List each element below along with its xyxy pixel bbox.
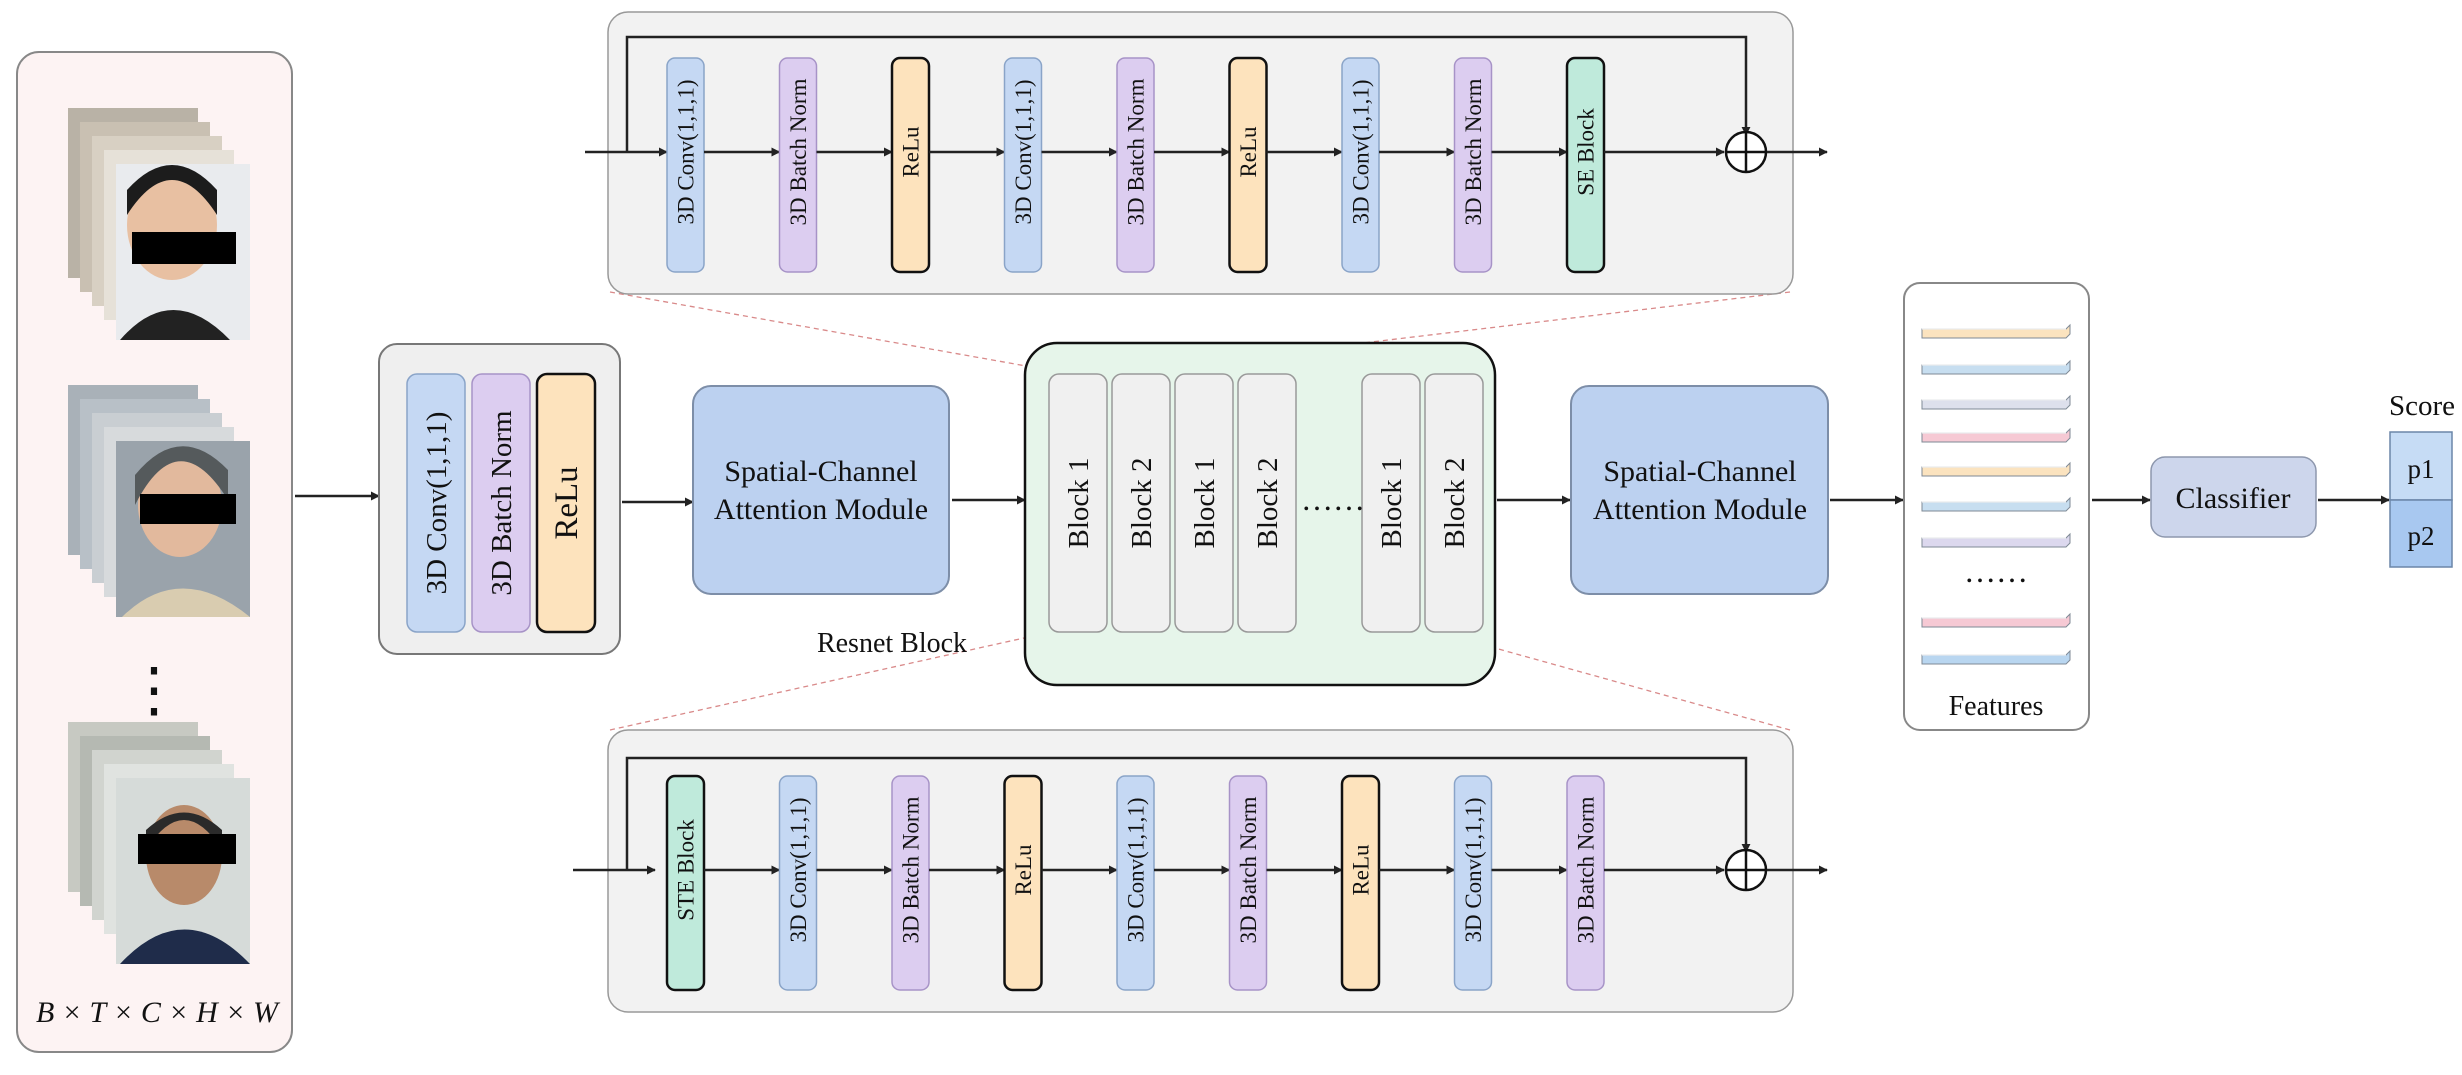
input-panel: ⋮ B × T × C × H × W bbox=[16, 51, 293, 1053]
bottom-layer-4-label: ReLu bbox=[1011, 844, 1036, 896]
bottom-layer-5-label: 3D Conv(1,1,1) bbox=[1124, 797, 1149, 942]
bottom-layer-chain: STE Block 3D Conv(1,1,1) 3D Batch Norm ReLu… bbox=[665, 774, 1725, 992]
stem-bn-label: 3D Batch Norm bbox=[486, 410, 518, 596]
top-layer-5-box bbox=[1116, 57, 1155, 273]
face-stack-1 bbox=[68, 108, 250, 340]
resnet-caption: Resnet Block bbox=[817, 628, 967, 659]
attention-module-2-line2: Attention Module bbox=[1593, 493, 1807, 526]
vertical-ellipsis: ⋮ bbox=[124, 657, 184, 723]
resnet-block: Block 1 Block 2 Block 1 Block 2 Block 1 Block… bbox=[817, 341, 1497, 687]
resnet-block-1-label: Block 1 bbox=[1063, 457, 1095, 548]
score-p1-label: p1 bbox=[2408, 454, 2435, 484]
top-layer-4-label: 3D Conv(1,1,1) bbox=[1011, 79, 1036, 224]
attention-module-1: Spatial-Channel Attention Module bbox=[692, 385, 950, 595]
bottom-layer-9-box bbox=[1566, 775, 1605, 991]
features-dots: …… bbox=[1964, 553, 2028, 589]
features-caption: Features bbox=[1949, 691, 2044, 722]
bottom-layer-3-box bbox=[891, 775, 930, 991]
score-p1-box bbox=[2389, 431, 2453, 501]
zoom-line-bottom-left bbox=[609, 629, 1061, 731]
attention-module-2: Spatial-Channel Attention Module bbox=[1570, 385, 1829, 595]
eye-mask-1 bbox=[132, 232, 236, 264]
bottom-layer-1-label: STE Block bbox=[674, 819, 699, 921]
top-layer-5-label: 3D Batch Norm bbox=[1124, 78, 1149, 225]
face-stack-2 bbox=[68, 385, 250, 617]
bottom-layer-8-label: 3D Conv(1,1,1) bbox=[1461, 797, 1486, 942]
eye-mask-3 bbox=[138, 834, 236, 864]
top-layer-7-label: 3D Conv(1,1,1) bbox=[1349, 79, 1374, 224]
stem-conv-label: 3D Conv(1,1,1) bbox=[421, 412, 453, 595]
zoom-line-top-left bbox=[609, 291, 1061, 373]
resnet-block-5-box bbox=[1361, 373, 1421, 633]
bottom-layer-7-label: ReLu bbox=[1349, 844, 1374, 896]
resnet-block-2-label: Block 2 bbox=[1126, 457, 1158, 548]
bottom-layer-6-box bbox=[1228, 775, 1268, 991]
top-layer-chain: 3D Conv(1,1,1) 3D Batch Norm ReLu 3D Conv(1… bbox=[666, 56, 1725, 274]
bottom-layer-2-label: 3D Conv(1,1,1) bbox=[786, 797, 811, 942]
top-layer-7-box bbox=[1341, 57, 1380, 273]
top-detail-panel: 3D Conv(1,1,1) 3D Batch Norm ReLu 3D Conv(1… bbox=[585, 11, 1828, 295]
resnet-block-1-box bbox=[1048, 373, 1108, 633]
attention-module-1-line2: Attention Module bbox=[714, 493, 928, 526]
bottom-layer-4-box bbox=[1003, 774, 1043, 992]
attention-module-1-line1: Spatial-Channel bbox=[724, 455, 917, 488]
top-layer-2-label: 3D Batch Norm bbox=[786, 78, 811, 225]
bottom-layer-3-label: 3D Batch Norm bbox=[899, 796, 924, 943]
top-layer-2-box bbox=[778, 57, 818, 273]
resnet-block-6-box bbox=[1424, 373, 1484, 633]
top-layer-9-label: SE Block bbox=[1574, 108, 1599, 196]
bottom-skip-connection bbox=[625, 756, 1751, 870]
resnet-block-3-box bbox=[1174, 373, 1234, 633]
face-stack-3 bbox=[68, 722, 250, 964]
resnet-dots: …… bbox=[1301, 481, 1365, 517]
top-layer-1-box bbox=[666, 57, 705, 273]
bottom-layer-8-box bbox=[1453, 775, 1493, 991]
top-layer-6-box bbox=[1228, 56, 1268, 274]
score-output: Score p1 p2 bbox=[2389, 390, 2455, 568]
classifier-label: Classifier bbox=[2176, 482, 2291, 515]
top-layer-3-box bbox=[890, 56, 931, 274]
resnet-block-5-label: Block 1 bbox=[1376, 457, 1408, 548]
bottom-detail-panel: STE Block 3D Conv(1,1,1) 3D Batch Norm ReLu… bbox=[573, 729, 1828, 1013]
bottom-layer-2-box bbox=[778, 775, 818, 991]
resnet-sub-blocks: Block 1 Block 2 Block 1 Block 2 Block 1 Block… bbox=[1048, 373, 1484, 633]
top-add-icon bbox=[1724, 130, 1768, 174]
bottom-layer-9-label: 3D Batch Norm bbox=[1574, 796, 1599, 943]
score-p2-label: p2 bbox=[2408, 521, 2435, 551]
input-shape-label: B × T × C × H × W bbox=[36, 996, 281, 1029]
score-p2-box bbox=[2389, 499, 2453, 568]
resnet-block-4-box bbox=[1237, 373, 1297, 633]
resnet-block-4-label: Block 2 bbox=[1252, 457, 1284, 548]
top-skip-connection bbox=[625, 35, 1751, 152]
bottom-add-icon bbox=[1724, 848, 1768, 892]
features-panel: …… Features bbox=[1903, 282, 2090, 731]
resnet-block-3-label: Block 1 bbox=[1189, 457, 1221, 548]
attention-module-2-line1: Spatial-Channel bbox=[1603, 455, 1796, 488]
eye-mask-2 bbox=[140, 494, 236, 524]
classifier: Classifier bbox=[2150, 456, 2317, 538]
resnet-block-2-box bbox=[1111, 373, 1171, 633]
top-layer-6-label: ReLu bbox=[1236, 126, 1261, 178]
bottom-layer-1-box bbox=[665, 774, 706, 992]
score-title: Score bbox=[2389, 390, 2455, 422]
top-layer-4-box bbox=[1003, 57, 1043, 273]
top-layer-8-box bbox=[1453, 57, 1493, 273]
top-layer-9-box bbox=[1565, 56, 1606, 274]
stem-conv-box bbox=[406, 373, 466, 633]
bottom-layer-5-box bbox=[1116, 775, 1155, 991]
resnet-block-6-label: Block 2 bbox=[1439, 457, 1471, 548]
feature-bars bbox=[1921, 323, 2071, 665]
top-layer-3-label: ReLu bbox=[899, 126, 924, 178]
stem-block: 3D Conv(1,1,1) 3D Batch Norm ReLu bbox=[378, 343, 621, 655]
bottom-layer-7-box bbox=[1340, 774, 1381, 992]
top-layer-8-label: 3D Batch Norm bbox=[1461, 78, 1486, 225]
top-layer-1-label: 3D Conv(1,1,1) bbox=[674, 79, 699, 224]
stem-bn-box bbox=[471, 373, 531, 633]
bottom-layer-6-label: 3D Batch Norm bbox=[1236, 796, 1261, 943]
stem-relu-label: ReLu bbox=[549, 466, 585, 539]
stem-relu-box bbox=[535, 372, 597, 634]
